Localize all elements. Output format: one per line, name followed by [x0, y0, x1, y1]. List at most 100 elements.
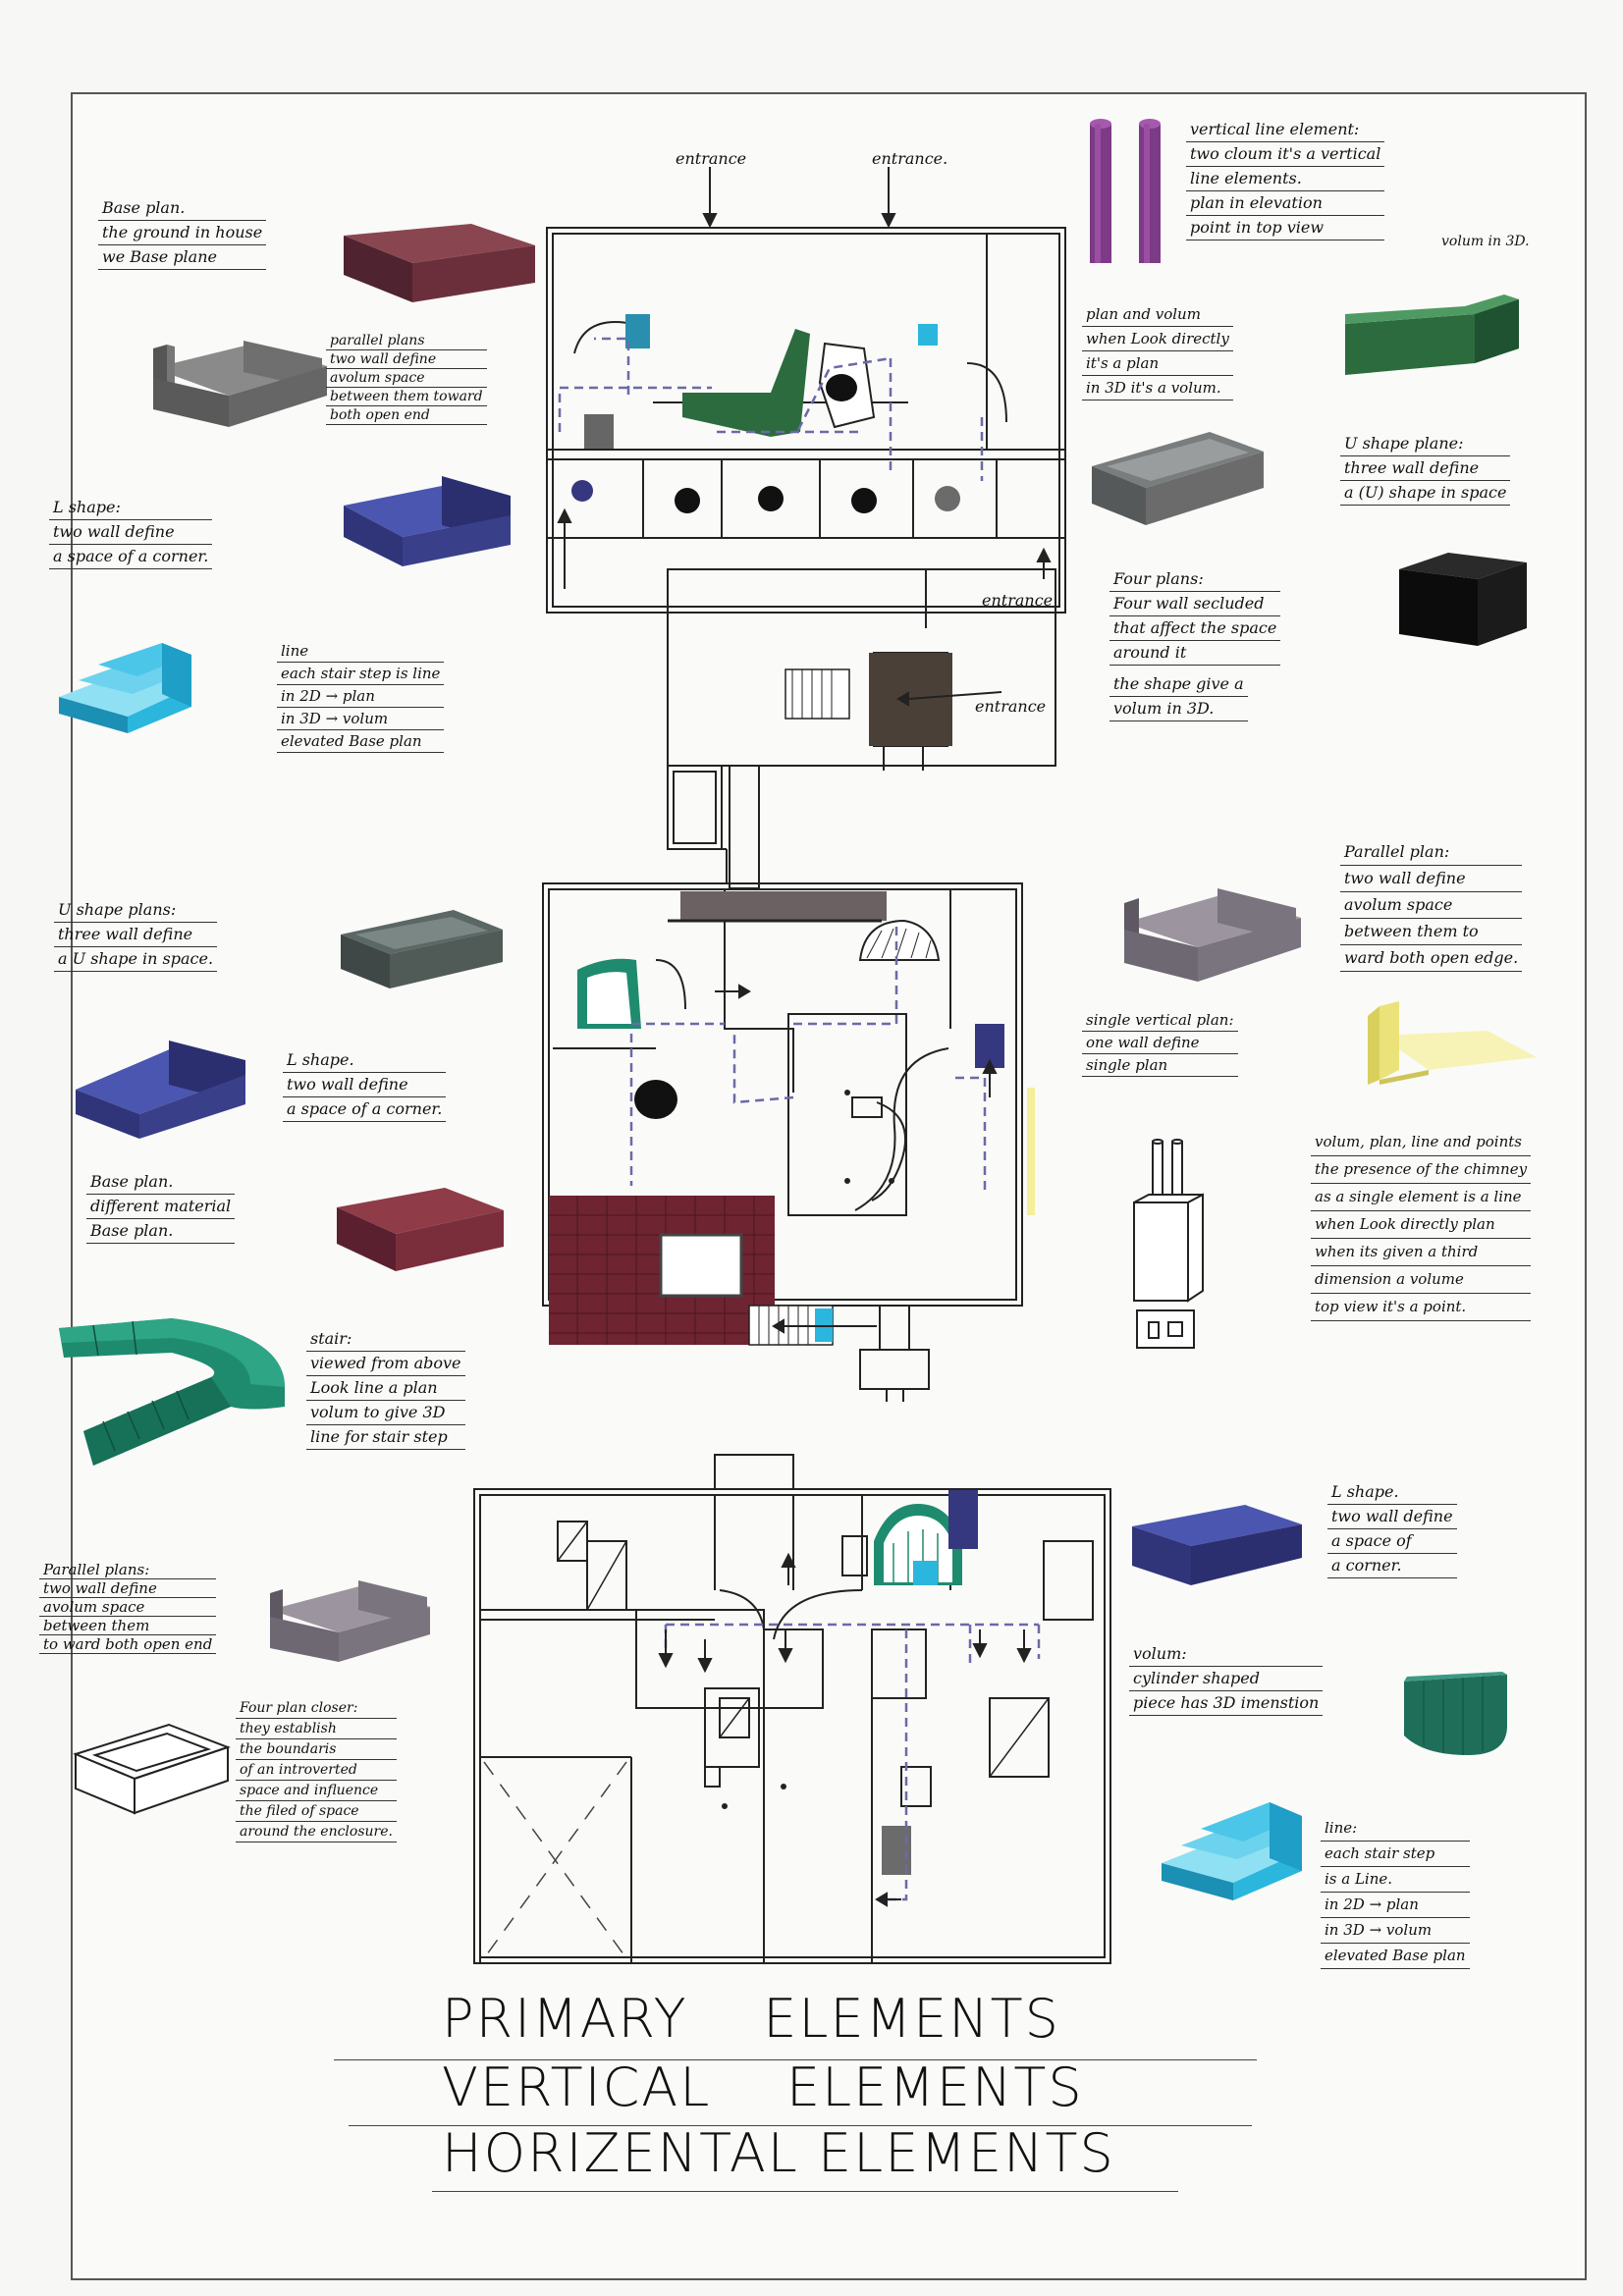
note-line: Parallel plan: — [1340, 839, 1523, 866]
note-line: each stair step is line — [277, 663, 445, 685]
note-line: U shape plane: — [1340, 432, 1511, 456]
note-line: line: — [1321, 1816, 1470, 1842]
note-line: different material — [86, 1195, 236, 1219]
note-line: a space of a corner. — [283, 1097, 447, 1122]
note-line: a U shape in space. — [54, 947, 218, 972]
note-line: dimension a volume — [1311, 1266, 1532, 1294]
note-line: one wall define — [1082, 1032, 1238, 1054]
note-line: stair: — [306, 1327, 465, 1352]
note-line: avolum space — [1340, 892, 1523, 919]
u-shape-tray-icon-2 — [341, 910, 503, 988]
base-plan-block-icon — [344, 224, 535, 302]
note-line: a corner. — [1327, 1554, 1457, 1578]
note-line: point in top view — [1186, 216, 1385, 240]
note-line: the shape give a — [1109, 672, 1248, 697]
note-line: Four wall secluded — [1109, 592, 1281, 616]
note-line: Four plans: — [1109, 567, 1281, 592]
note-line: Base plan. — [86, 1219, 236, 1244]
note-line: two wall define — [49, 520, 213, 545]
note-line: two wall define — [39, 1579, 217, 1598]
note-line: in 2D → plan — [277, 685, 445, 708]
note-line: a (U) shape in space — [1340, 481, 1511, 506]
note-line: two cloum it's a vertical — [1186, 142, 1385, 167]
note-line: Four plan closer: — [236, 1698, 397, 1719]
note-line: when its given a third — [1311, 1239, 1532, 1266]
note-line: the boundaris — [236, 1739, 397, 1760]
note-line: elevated Base plan — [1321, 1944, 1470, 1969]
note-line: L shape: — [49, 496, 213, 520]
note-line: that affect the space — [1109, 616, 1281, 641]
note-line: the ground in house — [98, 221, 267, 245]
note-line: of an introverted — [236, 1760, 397, 1781]
note-line: they establish — [236, 1719, 397, 1739]
single-plane-yellow-icon — [1368, 1001, 1537, 1085]
note-line: Base plan. — [86, 1170, 236, 1195]
parallel-planes-icon-3 — [270, 1580, 430, 1662]
entrance-label-2: entrance. — [872, 149, 948, 168]
sheet-border — [71, 92, 1587, 2280]
note-line: a space of — [1327, 1529, 1457, 1554]
column-pair-icon — [1090, 119, 1161, 263]
note-line: the filed of space — [236, 1801, 397, 1822]
note-line: line — [277, 640, 445, 663]
note-line: volum: — [1129, 1642, 1324, 1667]
parallel-planes-icon — [153, 341, 327, 427]
curved-stair-green-icon — [59, 1318, 285, 1466]
entrance-label-4: entrance — [975, 697, 1047, 716]
entrance-label-3: entrance — [982, 591, 1054, 610]
l-plan-green-icon — [1345, 294, 1519, 375]
note-line: we Base plane — [98, 245, 267, 270]
stair-cyan-icon-2 — [1162, 1802, 1302, 1900]
note-line: space and influence — [236, 1781, 397, 1801]
title-rule-1 — [334, 2059, 1257, 2060]
parallel-planes-icon-2 — [1124, 888, 1301, 982]
cube-black-icon — [1399, 553, 1527, 646]
note-line: to ward both open end — [39, 1635, 217, 1654]
title-rule-2 — [349, 2125, 1252, 2126]
note-line: L shape. — [283, 1048, 447, 1073]
u-shape-tray-icon-1 — [1092, 432, 1264, 525]
note-line: ward both open edge. — [1340, 945, 1523, 972]
note-vertical-line: vertical line element:two cloum it's a v… — [1186, 118, 1385, 240]
note-line: top view it's a point. — [1311, 1294, 1532, 1321]
cylinder-volume-icon — [1404, 1672, 1507, 1755]
title-rule-3 — [432, 2191, 1178, 2192]
l-shape-block-icon-3 — [1132, 1505, 1302, 1585]
note-line: elevated Base plan — [277, 730, 445, 753]
note-line: two wall define — [283, 1073, 447, 1097]
title-vertical-elements: VERTICAL ELEMENTS — [442, 2056, 1084, 2118]
note-line: L shape. — [1327, 1480, 1457, 1505]
note-line: Parallel plans: — [39, 1561, 217, 1579]
note-line: around the enclosure. — [236, 1822, 397, 1842]
note-line: the presence of the chimney — [1311, 1156, 1532, 1184]
note-line: volum, plan, line and points — [1311, 1129, 1532, 1156]
note-line: line for stair step — [306, 1425, 465, 1450]
note-line: in 2D → plan — [1321, 1893, 1470, 1918]
note-line: viewed from above — [306, 1352, 465, 1376]
note-line: when Look directly — [1082, 327, 1233, 351]
four-plan-enclosure-icon — [73, 1723, 231, 1815]
note-line: in 3D → volum — [277, 708, 445, 730]
note-line: Look line a plan — [306, 1376, 465, 1401]
note-line: two wall define — [1340, 866, 1523, 892]
chimney-volume-icon — [1133, 1139, 1204, 1349]
floor-plan-2 — [542, 765, 1035, 1402]
note-line: two wall define — [1327, 1505, 1457, 1529]
